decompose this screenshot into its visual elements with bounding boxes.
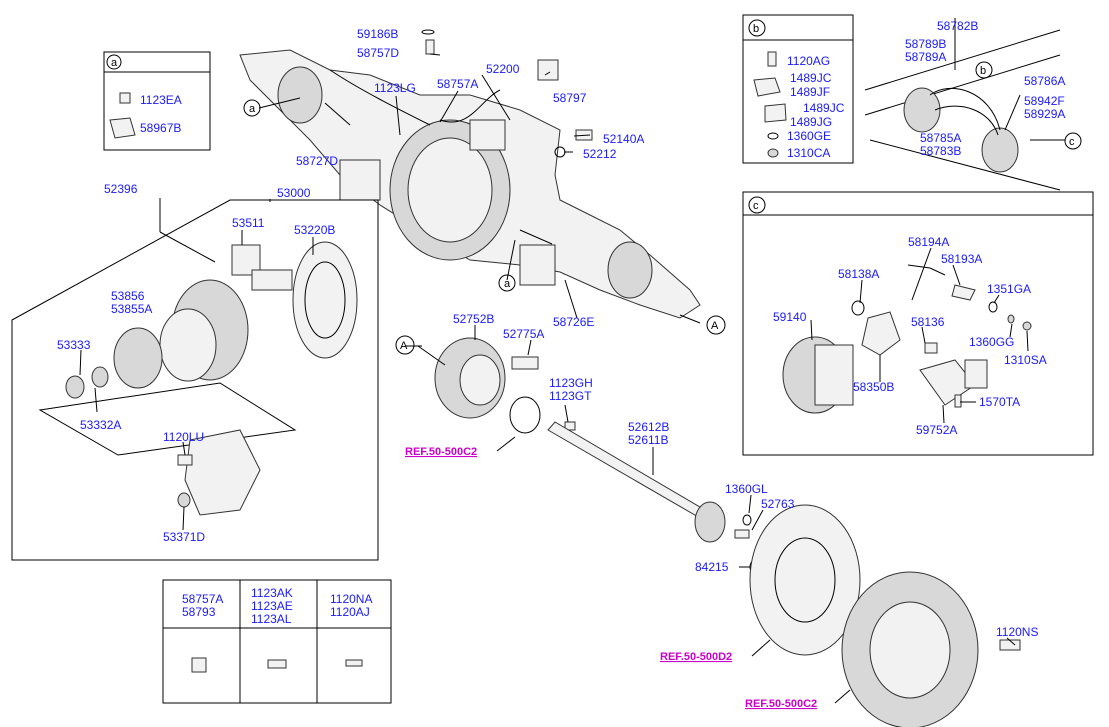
label-84215: 84215 [695,560,729,574]
callouts: a a A A [243,99,726,355]
label-53220B: 53220B [294,223,335,237]
label-52775A: 52775A [503,327,544,341]
part-labels: 59186B 58757D 52200 58797 1123LG 58757A … [57,19,1065,639]
callout-c-right: c [1069,136,1075,148]
table-col2-0: 1123AK [251,586,293,600]
ref-links: REF.50-500C2 REF.50-500D2 REF.50-500C2 [405,446,817,710]
table-col2-1: 1123AE [251,599,293,613]
label-59186B: 59186B [357,27,398,41]
label-58136: 58136 [911,315,945,329]
label-58782B: 58782B [937,19,978,33]
label-53000: 53000 [277,186,311,200]
inset-a-item-1: 58967B [140,121,181,135]
inset-b-item-1: 1489JC [790,71,832,85]
label-52140A: 52140A [603,132,644,146]
label-1123GT: 1123GT [549,389,592,403]
label-59140: 59140 [773,310,807,324]
label-58789A: 58789A [905,50,946,64]
label-53511: 53511 [232,216,265,230]
inset-b-item-6: 1310CA [787,146,830,160]
label-1123LG: 1123LG [374,81,416,95]
label-52396: 52396 [104,182,138,196]
callout-A-hub: A [400,340,408,352]
inset-c: c [742,191,1094,456]
label-1351GA: 1351GA [987,282,1031,296]
table-col3-0: 1120NA [330,592,372,606]
label-1120NS: 1120NS [996,625,1038,639]
axle-housing [239,49,701,319]
label-58757A: 58757A [437,77,478,91]
label-1123GH: 1123GH [549,376,593,390]
label-58727D: 58727D [296,154,338,168]
inset-b-item-5: 1360GE [787,129,831,143]
label-52752B: 52752B [453,312,494,326]
label-58785A: 58785A [920,131,961,145]
label-58942F: 58942F [1024,94,1065,108]
label-1570TA: 1570TA [979,395,1020,409]
label-58783B: 58783B [920,144,961,158]
label-58929A: 58929A [1024,107,1065,121]
label-59752A: 59752A [916,423,957,437]
callout-A-axle: A [711,320,719,332]
inset-b: b 1120AG 1489JC 1489JF 1489JC 1489JG 136… [742,14,854,164]
callout-a-left: a [249,103,256,115]
inset-a-letter: a [111,57,118,69]
label-58193A: 58193A [941,252,982,266]
hub-shaft-drum [434,337,1021,727]
label-52611B: 52611B [628,433,668,447]
table-col2-2: 1123AL [251,612,292,626]
inset-b-letter: b [753,23,759,35]
callout-a-center: a [504,278,511,290]
label-52612B: 52612B [628,420,669,434]
inset-b-item-4: 1489JG [790,115,832,129]
label-1120LU: 1120LU [163,430,204,444]
inset-a: a 1123EA 58967B [103,51,211,151]
table-col3-1: 1120AJ [330,605,370,619]
label-58757D: 58757D [357,46,399,60]
label-58138A: 58138A [838,267,879,281]
label-58789B: 58789B [905,37,946,51]
label-53333: 53333 [57,338,91,352]
table-col1-1: 58793 [182,605,216,619]
inset-a-item-0: 1123EA [140,93,182,107]
inset-b-item-2: 1489JF [790,85,830,99]
inset-c-letter: c [753,200,759,212]
label-53856: 53856 [111,289,145,303]
ref-link-c2-bottom[interactable]: REF.50-500C2 [745,698,817,710]
label-58797: 58797 [553,91,587,105]
label-52212: 52212 [583,147,617,161]
fastener-table: 58757A 58793 1123AK 1123AE 1123AL 1120NA… [162,579,392,704]
inset-b-item-3: 1489JC [803,101,845,115]
label-53332A: 53332A [80,418,121,432]
differential-assembly [11,198,379,561]
label-58194A: 58194A [908,235,949,249]
label-53855A: 53855A [111,302,152,316]
label-1360GG: 1360GG [969,335,1014,349]
label-52763: 52763 [761,497,795,511]
label-58350B: 58350B [853,380,894,394]
label-58726E: 58726E [553,315,594,329]
label-58786A: 58786A [1024,74,1065,88]
label-1360GL: 1360GL [725,482,768,496]
label-1310SA: 1310SA [1004,353,1047,367]
label-52200: 52200 [486,62,520,76]
inset-b-item-0: 1120AG [787,54,830,68]
ref-link-c2-middle[interactable]: REF.50-500C2 [405,446,477,458]
table-col1-0: 58757A [182,592,223,606]
callout-b-right: b [980,65,986,77]
leader-lines [79,18,1029,704]
sensor-detail: b c [864,29,1082,191]
label-53371D: 53371D [163,530,205,544]
ref-link-d2[interactable]: REF.50-500D2 [660,651,732,663]
